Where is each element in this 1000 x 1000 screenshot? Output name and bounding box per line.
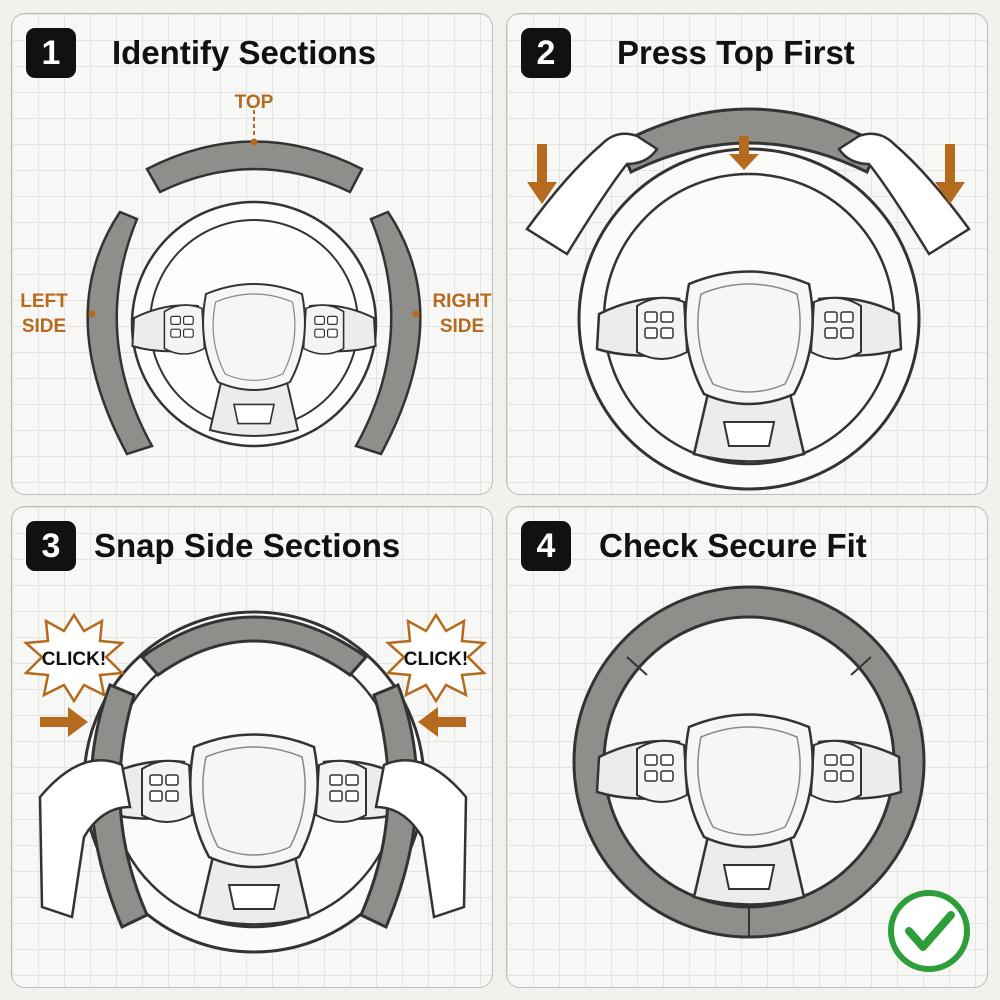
arrow-down-icon: [935, 144, 965, 204]
label-left-1: LEFT: [20, 291, 68, 312]
step-3-panel: 3 Snap Side Sections CLICK! CLICK!: [11, 506, 493, 988]
hand-icon: [837, 132, 971, 256]
hand-icon: [38, 758, 132, 919]
step-number: 1: [26, 28, 76, 78]
hand-icon: [525, 132, 659, 256]
arrow-down-icon: [729, 136, 759, 170]
hand-icon: [374, 758, 468, 919]
step-2-panel: 2 Press Top First: [506, 13, 988, 495]
label-right-1: RIGHT: [432, 291, 492, 312]
step-title: Check Secure Fit: [599, 527, 867, 564]
right-cover-section: [354, 210, 422, 456]
arrow-right-icon: [40, 707, 88, 737]
step-title: Identify Sections: [112, 34, 377, 71]
snap-sides-illustration: CLICK! CLICK!: [24, 610, 486, 954]
top-cover-section: [145, 140, 364, 194]
label-top: TOP: [235, 92, 274, 113]
step-title: Press Top First: [617, 34, 855, 71]
left-cover-section: [86, 210, 154, 456]
secure-fit-illustration: [572, 585, 970, 972]
press-top-illustration: [525, 107, 971, 491]
step-1-panel: 1 Identify Sections TOP LEFT SIDE RIGHT …: [11, 13, 493, 495]
arrow-left-icon: [418, 707, 466, 737]
checkmark-icon: [888, 890, 970, 972]
step-4-panel: 4 Check Secure Fit: [506, 506, 988, 988]
step-number: 4: [521, 521, 571, 571]
click-label-right: CLICK!: [404, 649, 468, 670]
arrow-down-icon: [527, 144, 557, 204]
top-cover-section: [139, 615, 369, 677]
label-right-2: SIDE: [440, 316, 484, 337]
step-title: Snap Side Sections: [94, 527, 401, 564]
step-number: 2: [521, 28, 571, 78]
identify-sections-illustration: TOP LEFT SIDE RIGHT SIDE: [20, 92, 492, 456]
label-left-2: SIDE: [22, 316, 66, 337]
click-label-left: CLICK!: [42, 649, 106, 670]
step-number: 3: [26, 521, 76, 571]
